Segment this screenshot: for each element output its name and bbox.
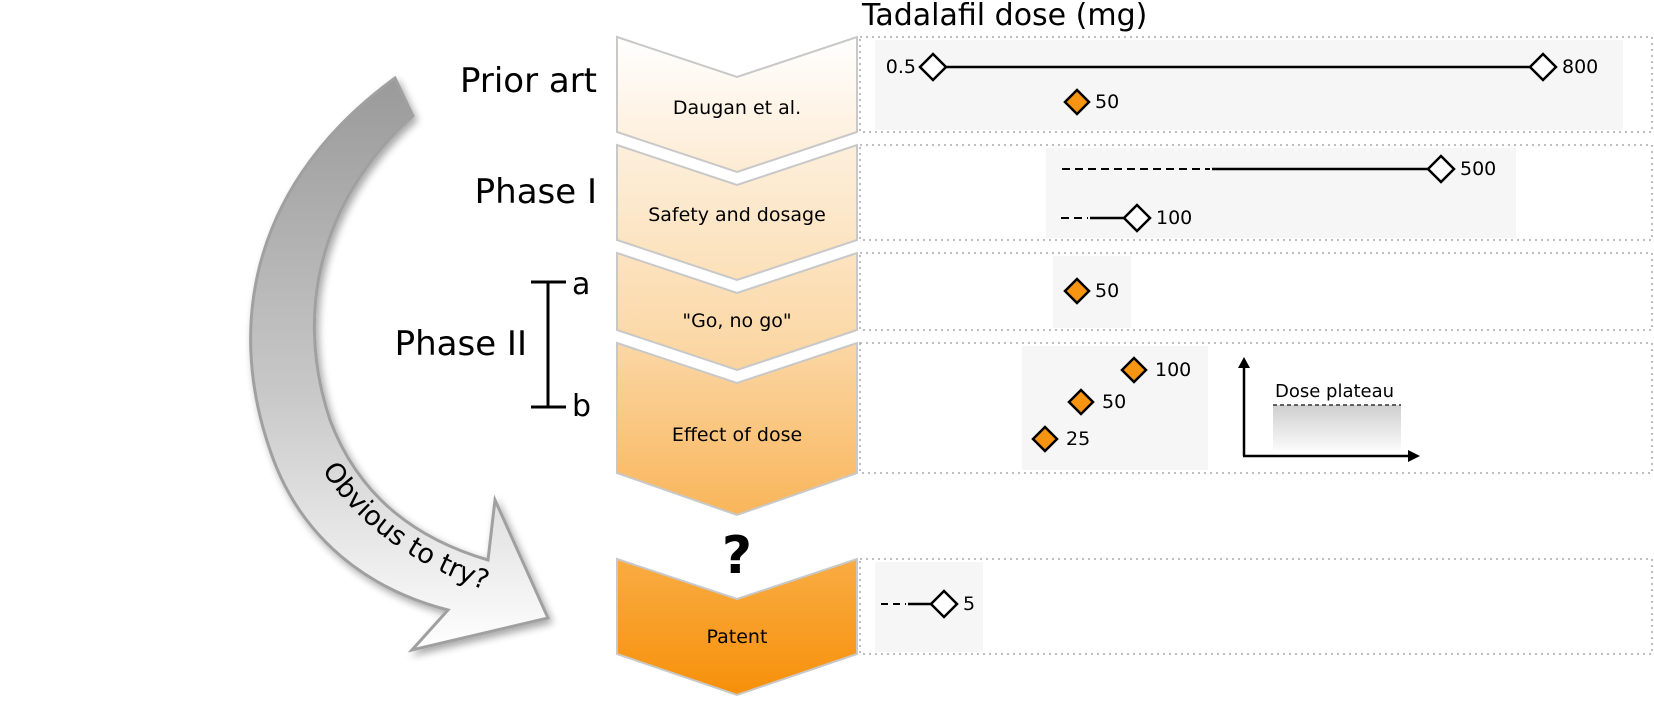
stage-label-prior-art: Daugan et al.	[673, 97, 801, 119]
dose-point-diamond-icon	[1120, 356, 1148, 384]
row-frame-prior-art	[859, 36, 1653, 133]
range-end-diamond-icon	[1122, 203, 1152, 233]
dose-point-diamond-icon	[1067, 388, 1095, 416]
dose-point-diamond-icon	[1063, 88, 1091, 116]
chevron-patent	[616, 557, 858, 697]
stage-label-phase2a: "Go, no go"	[682, 310, 791, 332]
group-label-phase2: Phase II	[395, 324, 527, 364]
chevron-phase2a	[616, 251, 858, 372]
range-end-diamond-icon	[1426, 154, 1456, 184]
stage-chevrons	[616, 35, 858, 697]
dose-point-label: 100	[1155, 359, 1191, 381]
stage-label-patent: Patent	[707, 626, 768, 648]
range-end-label: 100	[1156, 207, 1192, 229]
phase2-bracket	[531, 280, 566, 409]
range-end-label: 800	[1562, 56, 1598, 78]
dose-marks: 0.5 800 50 500 100 50 100 50 25 5	[881, 52, 1598, 619]
inset-y-arrowhead	[1238, 357, 1250, 368]
chevron-prior-art	[616, 35, 858, 174]
dose-plateau-inset: Dose plateau	[1238, 357, 1420, 462]
row-frame-phase2b	[859, 342, 1653, 474]
question-mark: ?	[722, 526, 752, 586]
row-panel-prior-art	[875, 40, 1623, 130]
inset-x-arrowhead	[1408, 450, 1420, 462]
dose-point-label: 25	[1066, 428, 1090, 450]
group-label-phase2a: a	[572, 267, 590, 302]
stage-label-phase2b: Effect of dose	[672, 424, 802, 446]
range-start-label: 0.5	[886, 56, 916, 78]
row-frame-phase1	[859, 144, 1653, 241]
row-panel-phase2b	[1022, 346, 1208, 470]
plateau-label: Dose plateau	[1275, 381, 1394, 402]
chevron-phase1	[616, 143, 858, 282]
row-bands	[859, 36, 1653, 655]
range-end-diamond-icon	[929, 589, 959, 619]
group-label-prior-art: Prior art	[460, 61, 597, 101]
stage-labels: Daugan et al. Safety and dosage "Go, no …	[648, 97, 826, 648]
row-frame-phase2a	[859, 252, 1653, 331]
obvious-to-try-arrow	[249, 75, 551, 653]
group-label-phase1: Phase I	[475, 172, 597, 212]
stage-label-phase1: Safety and dosage	[648, 204, 826, 226]
row-frame-patent	[859, 558, 1653, 655]
range-end-label: 500	[1460, 158, 1496, 180]
group-labels: Prior art Phase I Phase II a b	[395, 61, 597, 424]
row-panel-patent	[875, 562, 983, 652]
chevron-phase2b	[616, 341, 858, 517]
dose-point-diamond-icon	[1031, 425, 1059, 453]
dose-point-label: 50	[1095, 91, 1119, 113]
dose-point-label: 50	[1095, 280, 1119, 302]
curved-arrow-icon	[249, 75, 551, 653]
range-end-diamond-icon	[1528, 52, 1558, 82]
range-start-diamond-icon	[918, 52, 948, 82]
chart-title: Tadalafil dose (mg)	[861, 0, 1147, 33]
dose-point-diamond-icon	[1063, 277, 1091, 305]
dose-point-label: 50	[1102, 391, 1126, 413]
group-label-phase2b: b	[572, 389, 591, 424]
range-end-label: 5	[963, 593, 975, 615]
plateau-shading	[1273, 405, 1401, 450]
